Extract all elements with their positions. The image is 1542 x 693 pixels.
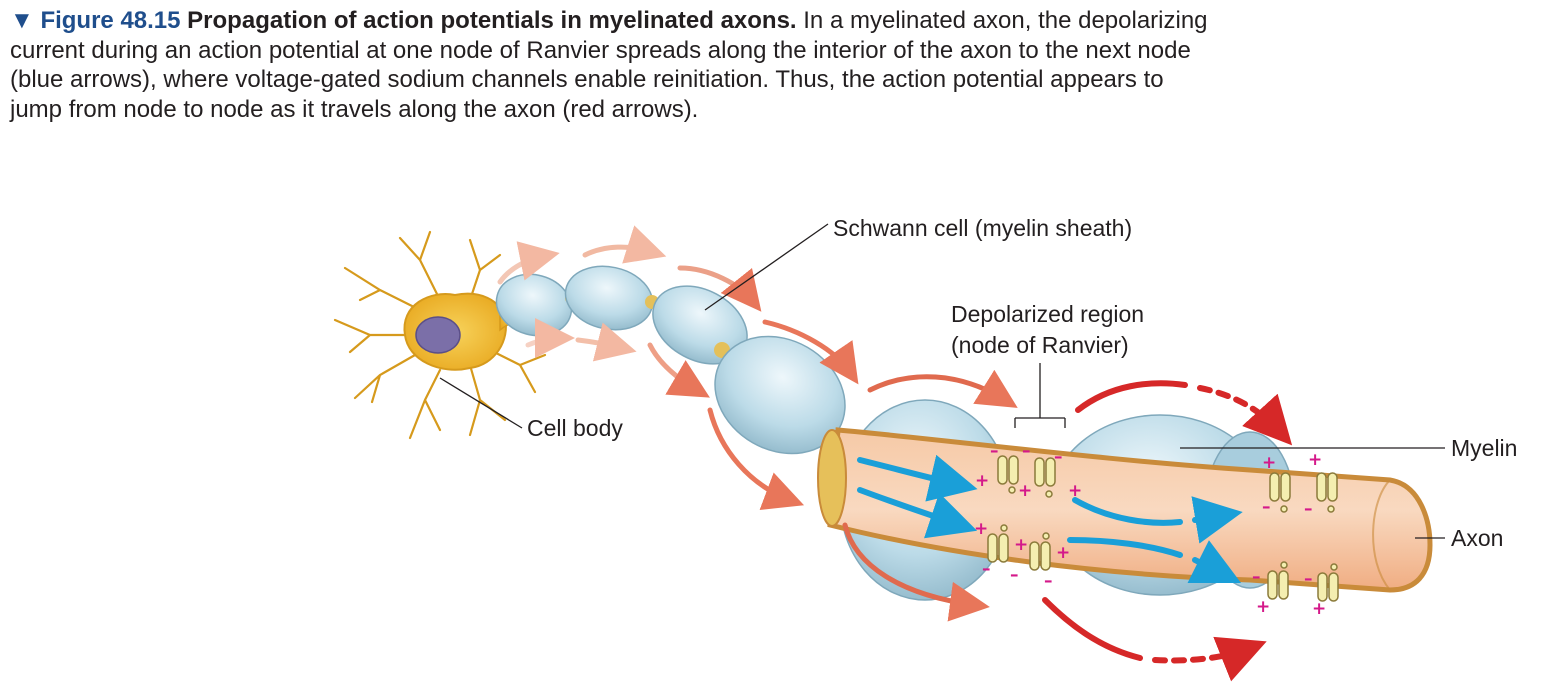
schwann-cell-label: Schwann cell (myelin sheath) [833,215,1132,241]
channel [987,524,1009,563]
axon-label: Axon [1451,525,1503,551]
plus-sign: + [975,471,989,491]
node-of-ranvier-label: (node of Ranvier) [951,332,1129,358]
minus-sign: – [1304,569,1313,589]
plus-sign: + [1014,535,1028,555]
minus-sign: – [1262,497,1271,517]
minus-sign: – [990,441,999,461]
minus-sign: – [1010,565,1019,585]
channel [1029,532,1051,571]
plus-sign: + [1068,481,1082,501]
figure-number: Figure 48.15 [40,7,181,34]
nucleus [415,316,461,354]
myelin-segments-upstream [495,265,846,455]
plus-sign: + [1256,597,1270,617]
minus-sign: – [1022,441,1031,461]
depolarized-region-label: Depolarized region [951,301,1144,327]
myelin-label: Myelin [1451,435,1517,461]
channel [1317,563,1339,602]
caption-body: In a myelinated axon, the depolarizing c… [10,7,1208,123]
minus-sign: – [982,559,991,579]
plus-sign: + [1018,481,1032,501]
charge-signs: – – – + + + + + + – – – + + – – – – + + [974,441,1326,619]
channel [1316,472,1338,513]
minus-sign: – [1252,567,1261,587]
minus-sign: – [1304,499,1313,519]
channel [1034,457,1056,498]
sodium-channels [987,455,1339,602]
figure-title: Propagation of action potentials in myel… [187,7,797,34]
blue-current-arrows [857,454,1243,584]
plus-sign: + [974,519,988,539]
red-jump-arrows [1042,380,1293,682]
minus-sign: – [1054,447,1063,467]
plus-sign: + [1312,599,1326,619]
channel [1269,472,1291,513]
plus-sign: + [1056,543,1070,563]
channel [1267,561,1289,600]
axon-cylinder [817,427,1433,593]
plus-sign: + [1308,450,1322,470]
leader-lines [439,223,1445,539]
minus-sign: – [1044,571,1053,591]
figure-caption: ▼ Figure 48.15 Propagation of action pot… [10,6,1210,124]
salmon-propagation-arrows [497,225,1018,622]
plus-sign: + [1262,453,1276,473]
caption-triangle: ▼ [10,7,34,34]
cell-body-label: Cell body [527,415,623,441]
channel [997,455,1019,494]
